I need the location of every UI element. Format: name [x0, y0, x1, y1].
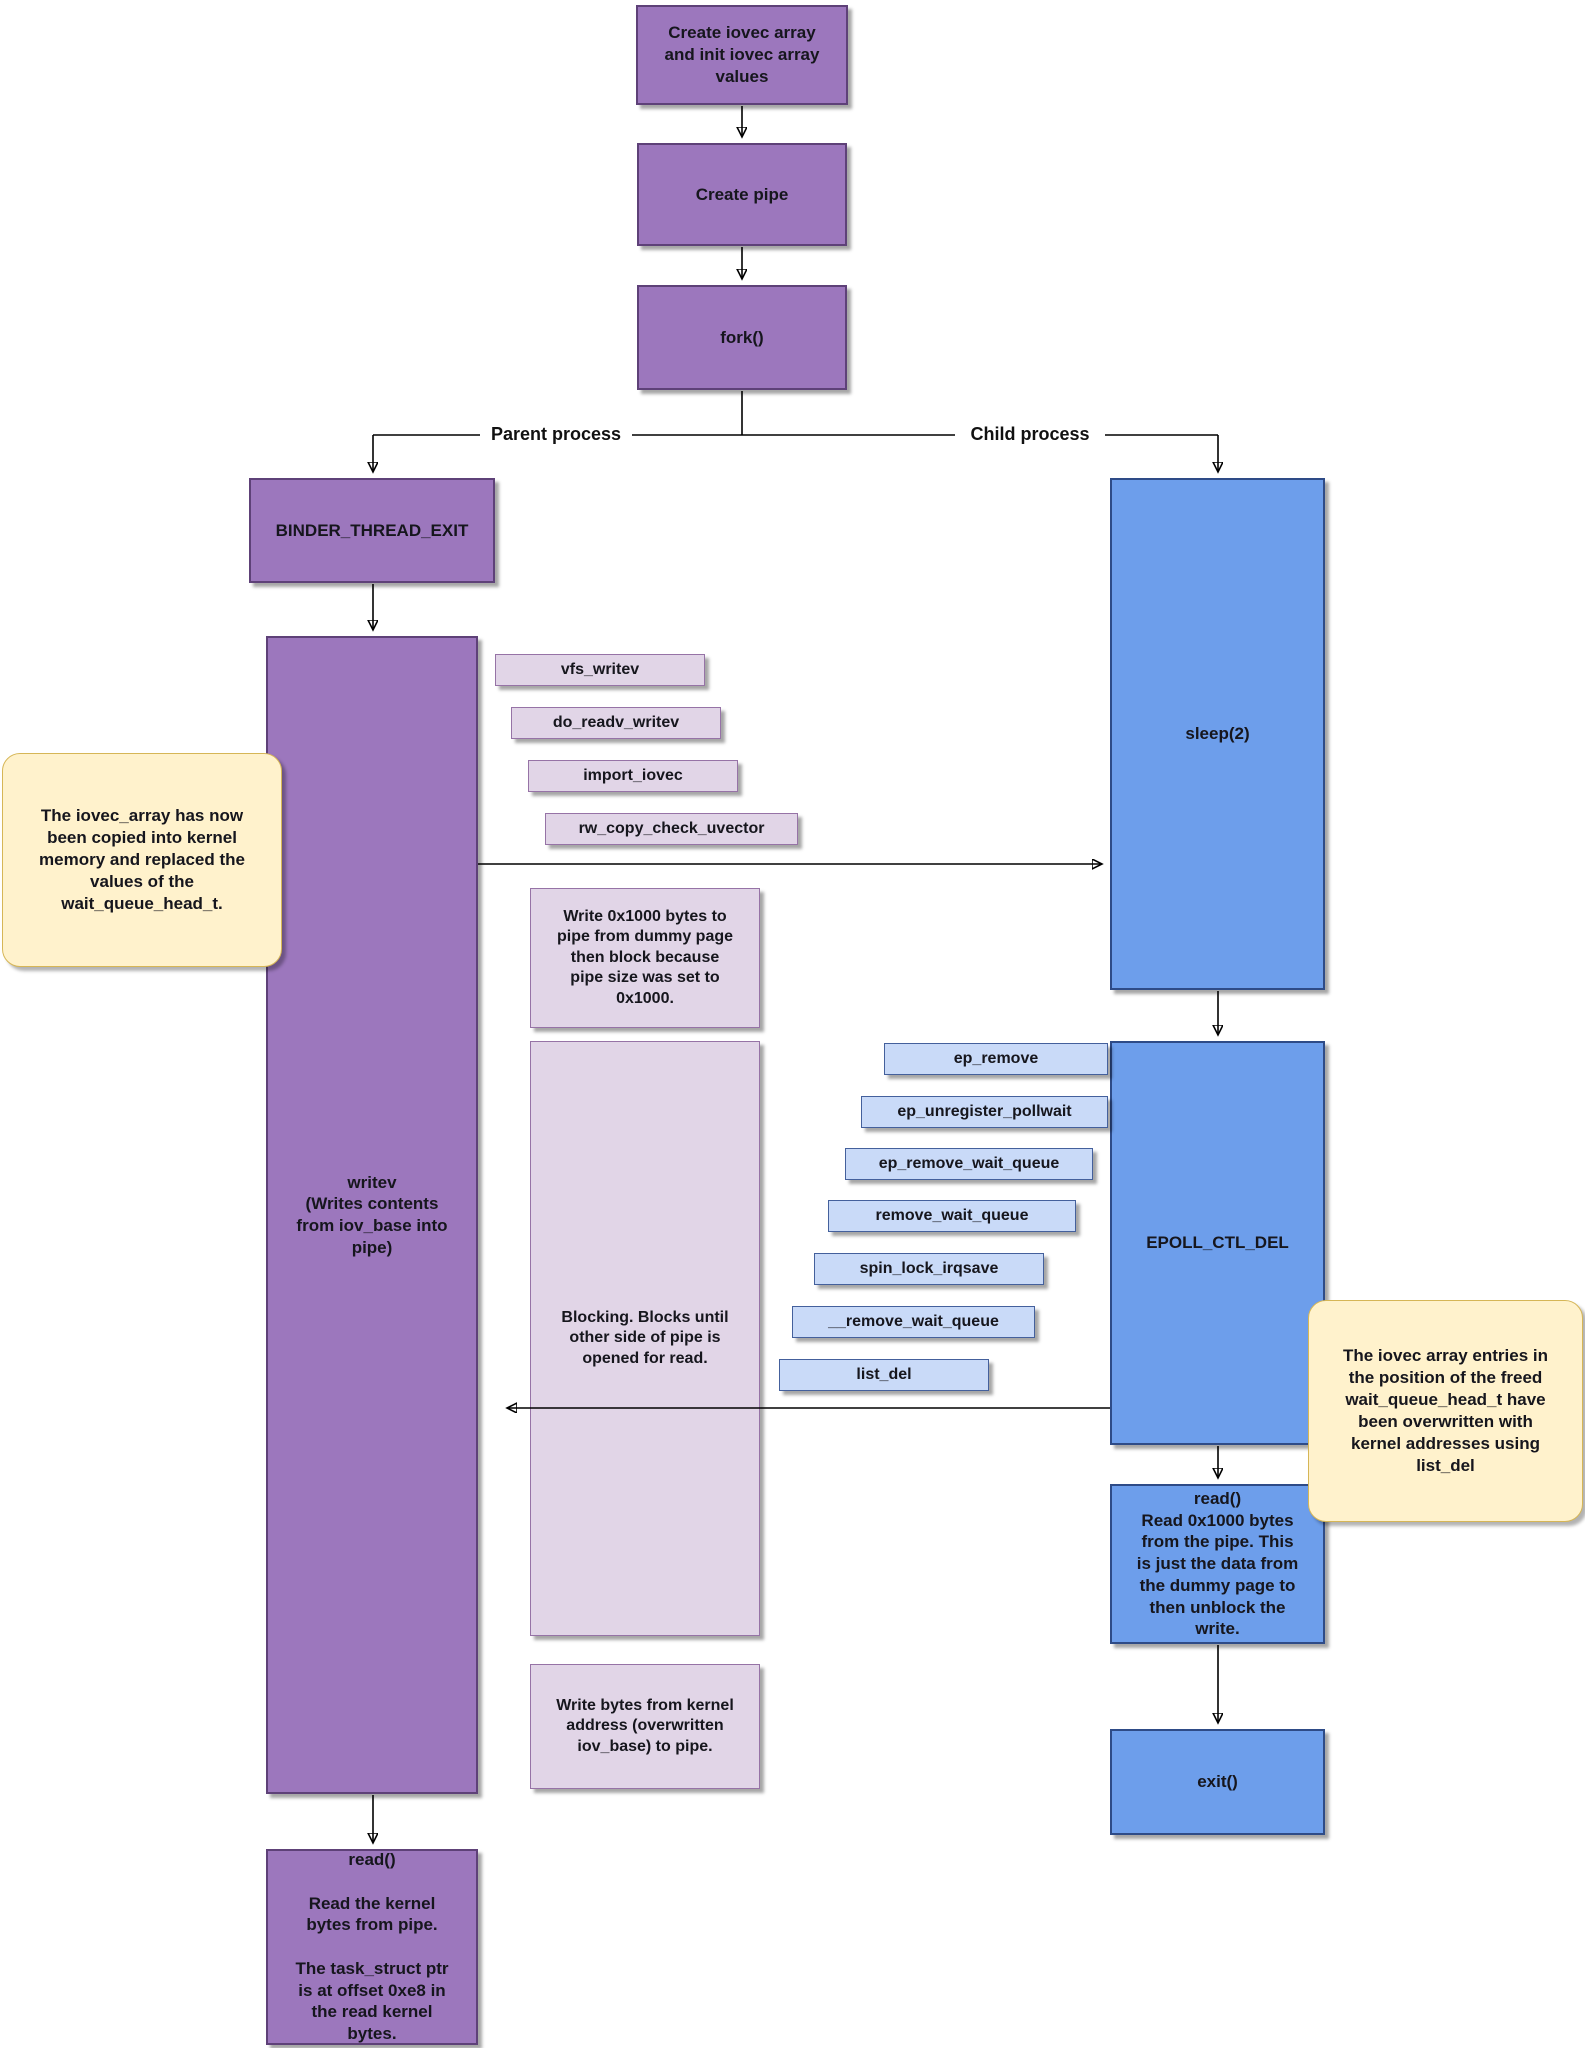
call-ep-unregister-pollwait: ep_unregister_pollwait	[861, 1096, 1108, 1128]
call-import-iovec: import_iovec	[528, 760, 738, 792]
note-write-kernel: Write bytes from kernel address (overwri…	[530, 1664, 760, 1789]
note-blocking: Blocking. Blocks until other side of pip…	[530, 1041, 760, 1636]
call-ep-remove: ep_remove	[884, 1043, 1108, 1075]
call-ep-remove-wait-queue: ep_remove_wait_queue	[845, 1148, 1093, 1180]
call-spin-lock-irqsave: spin_lock_irqsave	[814, 1253, 1044, 1285]
node-epoll-ctl-del: EPOLL_CTL_DEL	[1110, 1041, 1325, 1445]
call-do-readv-writev: do_readv_writev	[511, 707, 721, 739]
call-list-del: list_del	[779, 1359, 989, 1391]
call-remove-wait-queue-internal: __remove_wait_queue	[792, 1306, 1035, 1338]
node-sleep: sleep(2)	[1110, 478, 1325, 990]
node-binder-thread-exit: BINDER_THREAD_EXIT	[249, 478, 495, 583]
branch-label-parent: Parent process	[480, 423, 632, 446]
node-child-read: read() Read 0x1000 bytes from the pipe. …	[1110, 1484, 1325, 1644]
node-exit: exit()	[1110, 1729, 1325, 1835]
callout-iovec-copied: The iovec_array has now been copied into…	[2, 753, 282, 967]
node-fork: fork()	[637, 285, 847, 390]
node-create-pipe: Create pipe	[637, 143, 847, 246]
branch-label-child: Child process	[955, 423, 1105, 446]
note-write-block: Write 0x1000 bytes to pipe from dummy pa…	[530, 888, 760, 1028]
callout-list-del-overwrite: The iovec array entries in the position …	[1308, 1300, 1583, 1522]
node-writev: writev (Writes contents from iov_base in…	[266, 636, 478, 1794]
call-rw-copy-check-uvector: rw_copy_check_uvector	[545, 813, 798, 845]
call-vfs-writev: vfs_writev	[495, 654, 705, 686]
call-remove-wait-queue: remove_wait_queue	[828, 1200, 1076, 1232]
node-parent-read: read() Read the kernel bytes from pipe. …	[266, 1849, 478, 2045]
node-create-iovec: Create iovec array and init iovec array …	[636, 5, 848, 105]
